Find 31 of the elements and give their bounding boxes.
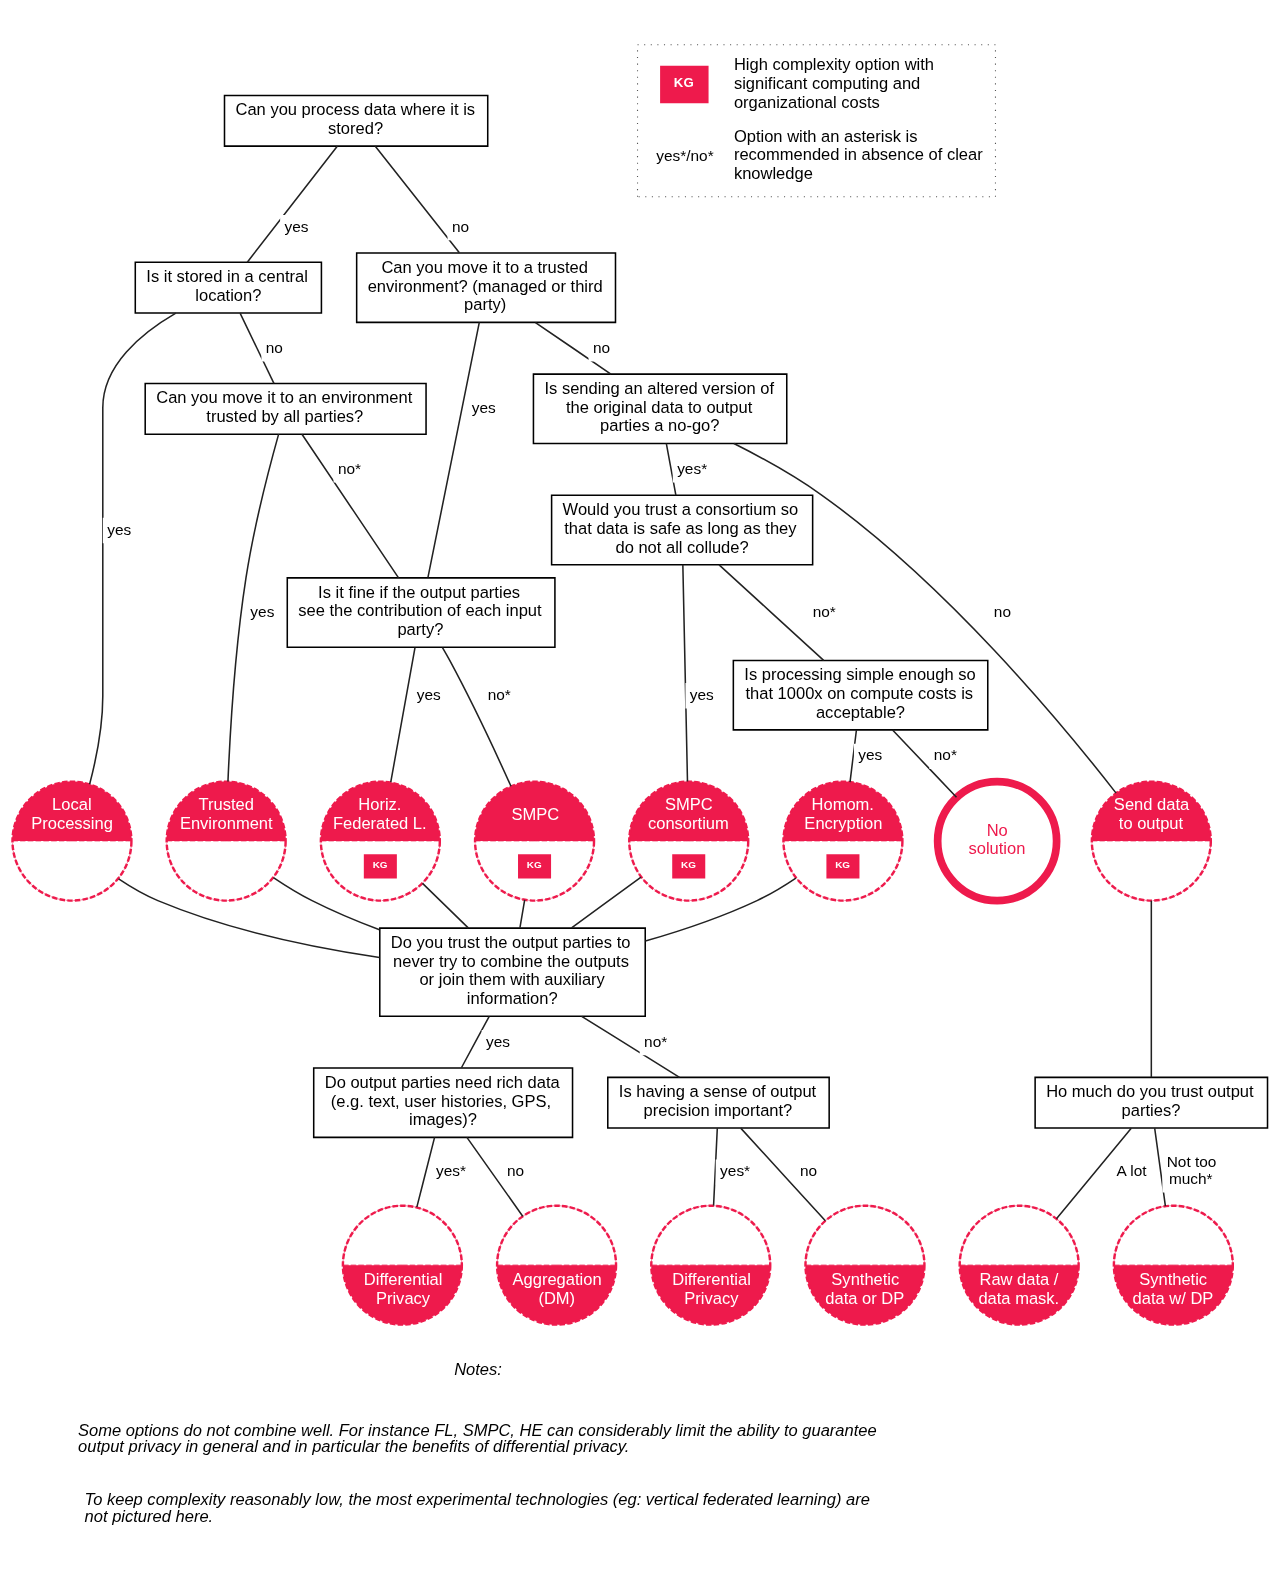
edge-label: yes*	[720, 1162, 751, 1180]
edge-label: no	[799, 1162, 818, 1180]
edge-label: no	[592, 338, 611, 356]
edge-label: no	[993, 603, 1011, 621]
edge-label: yes	[486, 1032, 511, 1050]
label: Notes:	[454, 1359, 502, 1379]
label: Some options do not combine well. For instance FL, SMPC, HE can considerably limit the ability to guarantee output privacy in general and in particular the benefits of differential privacy.	[78, 1420, 877, 1457]
label: yes*/no*	[656, 146, 714, 164]
edge-label: yes	[858, 746, 883, 764]
edge-label: no*	[337, 460, 362, 478]
edge-label: yes*	[677, 460, 708, 478]
edge-label: A lot	[1116, 1162, 1147, 1180]
edge-label: no*	[487, 685, 511, 703]
edge-label: no*	[644, 1032, 668, 1050]
label: To keep complexity reasonably low, the most experimental technologies (eg: vertical federated learning) are not pictured here.	[84, 1490, 870, 1526]
edge-label: yes	[284, 217, 309, 235]
edge-label: no	[451, 217, 470, 235]
edge-label: no	[265, 338, 283, 356]
label: KG	[673, 74, 694, 90]
legend-label: High complexity option with significant computing and organizational costs	[733, 55, 935, 112]
edge-label: no	[507, 1162, 525, 1180]
edge-label: yes*	[435, 1162, 466, 1180]
edge-label: yes	[471, 399, 496, 417]
legend-label: Option with an asterisk is recommended in absence of clear knowledge	[733, 126, 983, 184]
edge-label: yes	[250, 603, 275, 621]
edge-label: yes	[689, 685, 714, 703]
edge-label: yes	[107, 520, 132, 538]
edge-label: yes	[416, 685, 441, 703]
edge-label: no*	[812, 603, 836, 621]
edge-label: no*	[933, 746, 957, 764]
edge-label: Not too much*	[1166, 1153, 1217, 1187]
